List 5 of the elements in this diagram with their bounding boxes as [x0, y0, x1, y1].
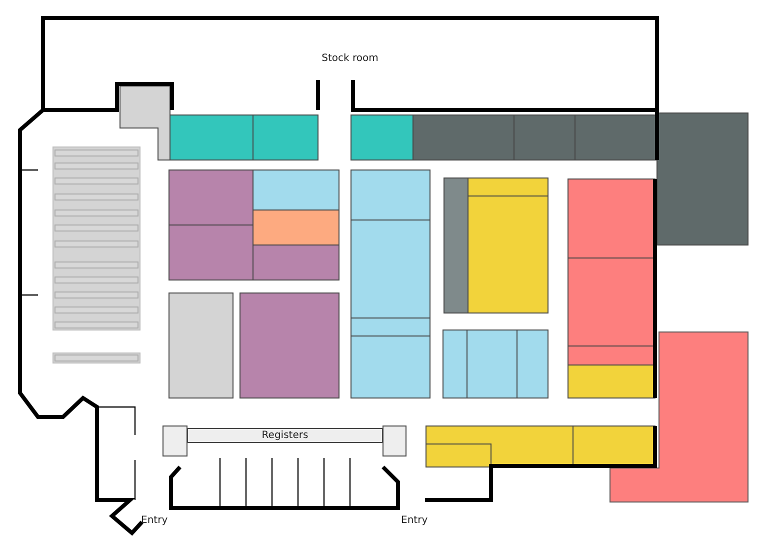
register-counter — [187, 428, 383, 443]
counter-label: Registers — [262, 430, 308, 441]
room-name: Stock room — [322, 52, 378, 64]
entrance-label: Entry — [141, 515, 168, 526]
entrance-label: Entry — [401, 515, 428, 526]
